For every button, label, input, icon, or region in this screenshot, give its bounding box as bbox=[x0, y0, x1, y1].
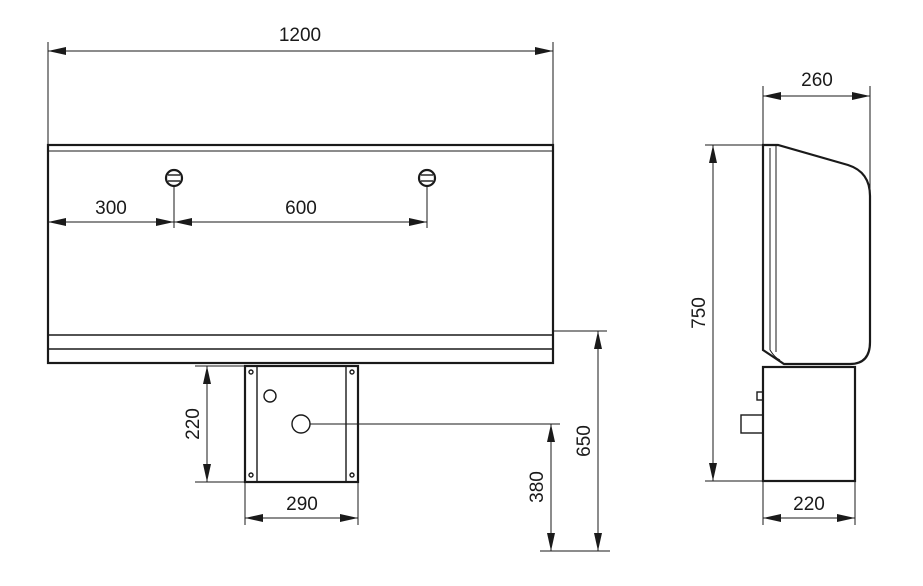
screw-hole bbox=[248, 472, 254, 478]
bracket-hole-large bbox=[291, 414, 311, 434]
screw-hole bbox=[248, 369, 254, 375]
dim-spacing-left: 300 bbox=[95, 198, 127, 219]
outlet-icon bbox=[417, 168, 437, 188]
dim-mounting-height: 650 bbox=[574, 425, 595, 457]
screw-hole bbox=[349, 472, 355, 478]
dim-total-width: 1200 bbox=[279, 25, 321, 46]
unit-side-profile bbox=[761, 143, 872, 366]
dimension-labels: 1200 300 600 290 260 220 220 650 380 750 bbox=[95, 25, 833, 515]
extension-lines bbox=[47, 42, 871, 552]
dim-overall-height: 750 bbox=[689, 297, 710, 329]
side-view bbox=[740, 143, 872, 483]
dimension-lines bbox=[48, 47, 870, 551]
dim-spacing-between: 600 bbox=[285, 198, 317, 219]
outlet-icon bbox=[164, 168, 184, 188]
dim-bracket-width: 290 bbox=[286, 494, 318, 515]
screw-hole bbox=[349, 369, 355, 375]
front-panel bbox=[46, 143, 555, 365]
dim-bracket-height: 220 bbox=[183, 408, 204, 440]
dim-pipe-height: 380 bbox=[527, 471, 548, 503]
dim-box-depth: 220 bbox=[793, 494, 825, 515]
front-view bbox=[46, 143, 555, 484]
side-bracket-box bbox=[761, 365, 857, 483]
dim-depth-top: 260 bbox=[801, 70, 833, 91]
side-connector bbox=[740, 414, 764, 434]
bracket-hole-small bbox=[263, 389, 277, 403]
